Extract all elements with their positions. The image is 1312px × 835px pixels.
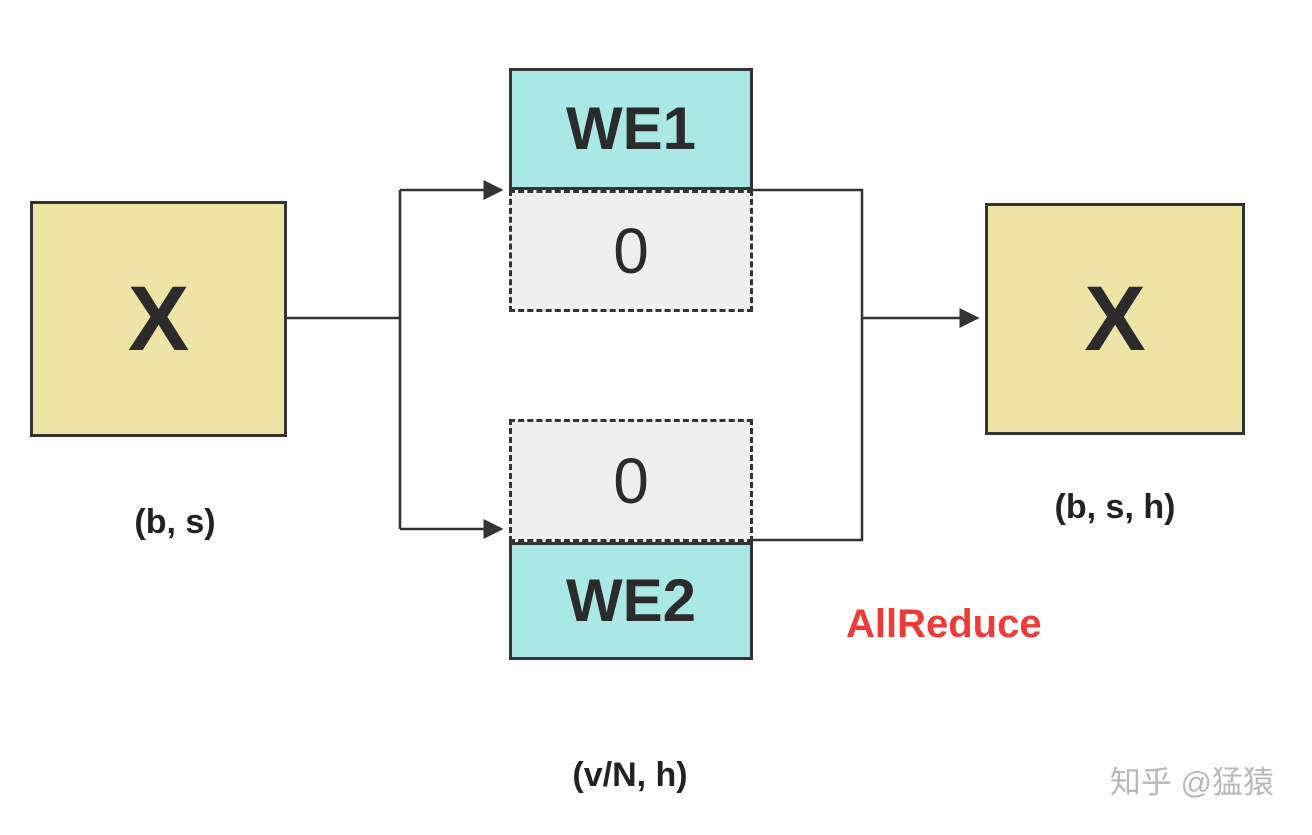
we1-zero-pad-box: 0 (509, 190, 753, 312)
watermark-text: 知乎 @猛猿 (1109, 765, 1274, 800)
output-x-label: X (1084, 268, 1146, 370)
we2-zero-label: 0 (613, 444, 649, 517)
we1-box: WE1 (509, 68, 753, 190)
we2-box: WE2 (509, 542, 753, 660)
line-we1-to-merge (753, 188, 864, 318)
allreduce-label: AllReduce (846, 602, 1042, 646)
input-shape-label: (b, s) (134, 503, 216, 541)
line-we2-to-merge (753, 318, 864, 542)
output-shape-label: (b, s, h) (1054, 488, 1176, 526)
input-x-box: X (30, 201, 287, 437)
input-x-label: X (127, 268, 190, 370)
we2-zero-pad-box: 0 (509, 419, 753, 542)
embedding-shape-label: (v/N, h) (572, 756, 688, 794)
output-x-box: X (985, 203, 1245, 435)
we1-zero-label: 0 (613, 215, 649, 287)
we2-label: WE2 (565, 567, 697, 634)
we1-label: WE1 (565, 95, 697, 162)
